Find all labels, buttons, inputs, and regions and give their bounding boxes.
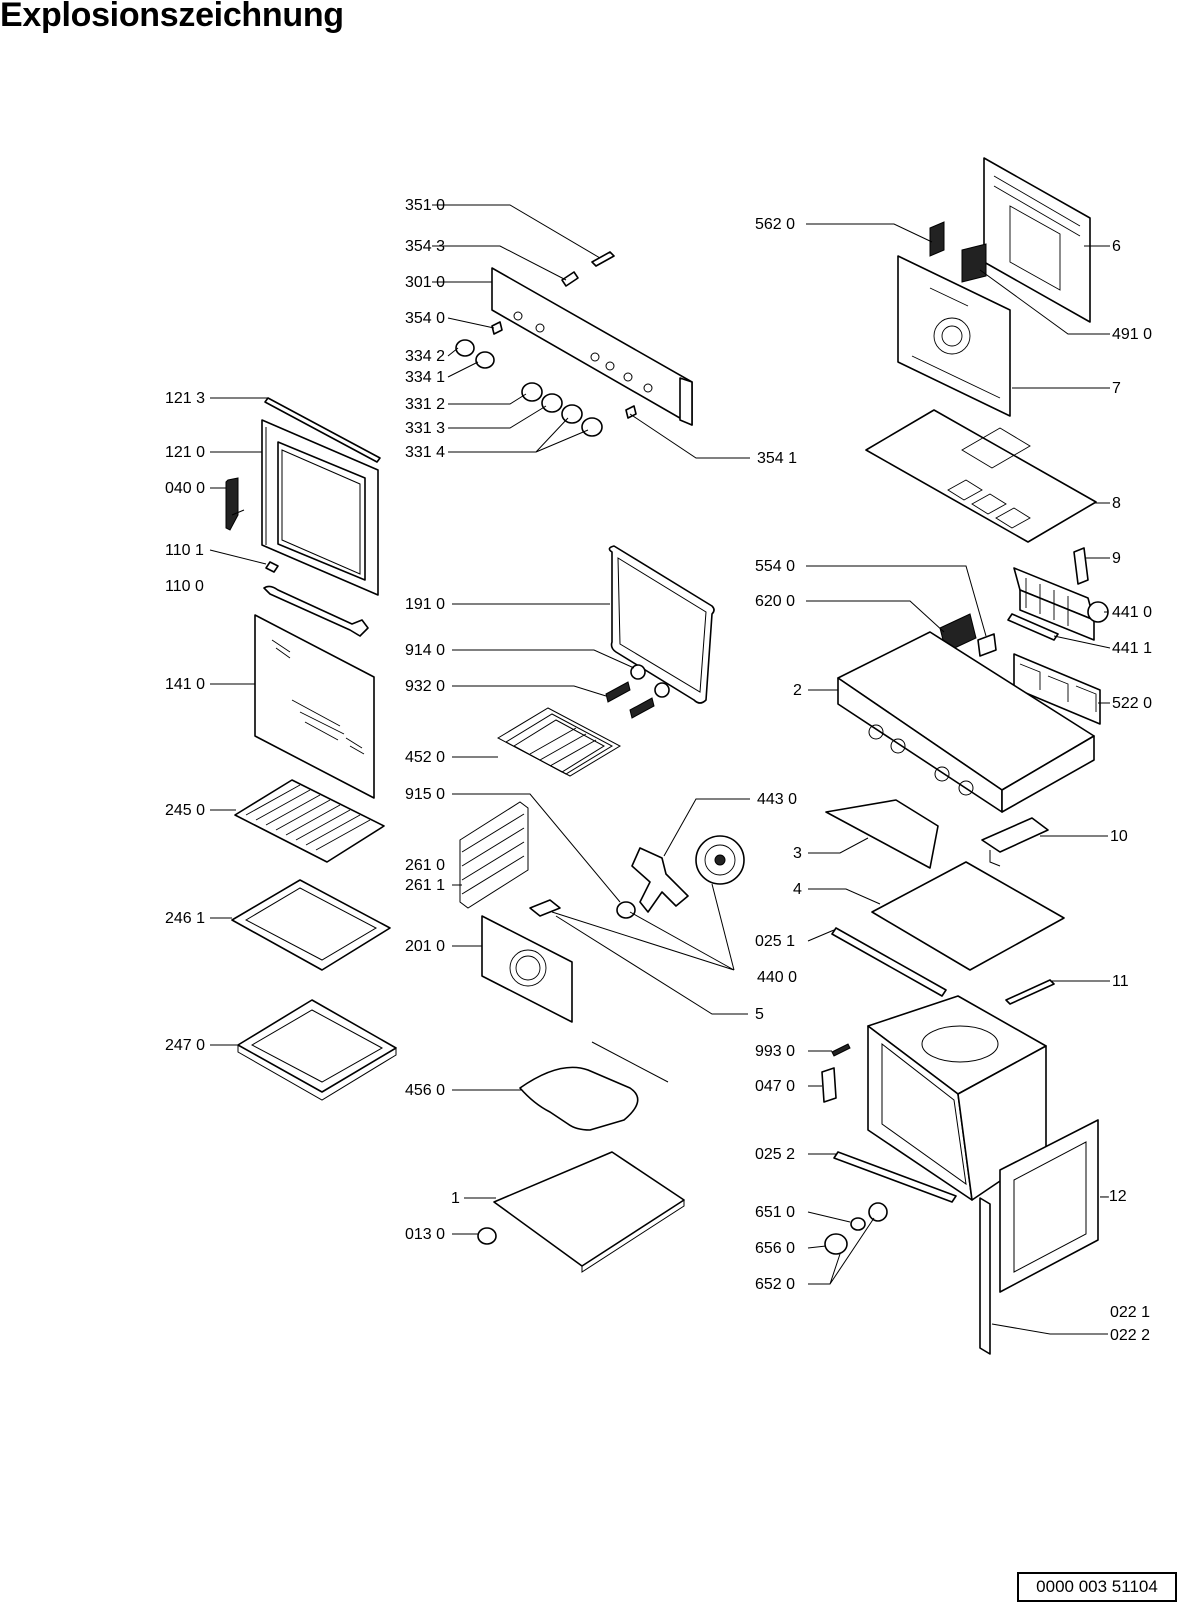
leader-lines: [209, 204, 1111, 1335]
deep-tray: [237, 999, 397, 1101]
part-label-441-1: 441 1: [1112, 640, 1152, 657]
heating-element: [496, 707, 622, 777]
part-label-040-0: 040 0: [165, 480, 205, 497]
part-label-110-0: 110 0: [165, 578, 204, 595]
document-number-box: 0000 003 51104: [1017, 1572, 1177, 1602]
control-chassis: [837, 631, 1095, 813]
part-label-7: 7: [1112, 380, 1121, 397]
part-label-554-0: 554 0: [755, 558, 795, 575]
part-label-656-0: 656 0: [755, 1240, 795, 1257]
part-shapes: [225, 157, 1109, 1355]
part-label-334-2: 334 2: [405, 348, 445, 365]
part-label-025-1: 025 1: [755, 933, 795, 950]
part-label-2: 2: [793, 682, 802, 699]
part-label-443-0: 443 0: [757, 791, 797, 808]
part-label-351-0: 351 0: [405, 197, 445, 214]
back-panel: [481, 915, 573, 1023]
part-label-9: 9: [1112, 550, 1121, 567]
part-label-11: 11: [1112, 973, 1129, 990]
part-label-331-3: 331 3: [405, 420, 445, 437]
door-frame: [261, 419, 379, 596]
part-label-1: 1: [451, 1190, 460, 1207]
part-label-3: 3: [793, 845, 802, 862]
part-label-440-0: 440 0: [757, 969, 797, 986]
part-label-191-0: 191 0: [405, 596, 445, 613]
part-label-025-2: 025 2: [755, 1146, 795, 1163]
part-label-354-1: 354 1: [757, 450, 797, 467]
part-label-652-0: 652 0: [755, 1276, 795, 1293]
callout-labels: 351 0 354 3 301 0 354 0 334 2 334 1 331 …: [165, 197, 1152, 1344]
fan-assembly: [616, 835, 745, 919]
part-label-10: 10: [1110, 828, 1128, 845]
part-label-022-2: 022 2: [1110, 1327, 1150, 1344]
oven-rack: [234, 779, 385, 863]
baking-tray: [231, 879, 391, 971]
part-label-261-0: 261 0: [405, 857, 445, 874]
side-grid: [459, 801, 529, 909]
page-title: Explosionszeichnung: [0, 0, 344, 34]
part-label-121-3: 121 3: [165, 390, 205, 407]
part-label-4: 4: [793, 881, 802, 898]
back-cover: [983, 157, 1091, 323]
part-label-620-0: 620 0: [755, 593, 795, 610]
part-label-354-0: 354 0: [405, 310, 445, 327]
part-label-8: 8: [1112, 495, 1121, 512]
tangential-fan: [1013, 567, 1109, 641]
glass-panel: [254, 614, 375, 799]
part-label-562-0: 562 0: [755, 216, 795, 233]
part-label-301-0: 301 0: [405, 274, 445, 291]
part-label-121-0: 121 0: [165, 444, 205, 461]
part-label-013-0: 013 0: [405, 1226, 445, 1243]
part-label-331-2: 331 2: [405, 396, 445, 413]
part-label-651-0: 651 0: [755, 1204, 795, 1221]
part-label-993-0: 993 0: [755, 1043, 795, 1060]
part-label-331-4: 331 4: [405, 444, 445, 461]
part-label-5: 5: [755, 1006, 764, 1023]
part-label-141-0: 141 0: [165, 676, 205, 693]
part-label-441-0: 441 0: [1112, 604, 1152, 621]
part-label-047-0: 047 0: [755, 1078, 795, 1095]
door-hinge: [225, 477, 245, 531]
part-label-261-1: 261 1: [405, 877, 445, 894]
part-label-456-0: 456 0: [405, 1082, 445, 1099]
part-label-491-0: 491 0: [1112, 326, 1152, 343]
part-label-915-0: 915 0: [405, 786, 445, 803]
top-cover: [865, 409, 1097, 543]
part-label-201-0: 201 0: [405, 938, 445, 955]
part-label-110-1: 110 1: [165, 542, 204, 559]
rear-frame: [897, 255, 1011, 417]
part-label-914-0: 914 0: [405, 642, 445, 659]
part-label-932-0: 932 0: [405, 678, 445, 695]
control-panel: [491, 267, 693, 426]
part-label-522-0: 522 0: [1112, 695, 1152, 712]
part-label-245-0: 245 0: [165, 802, 205, 819]
part-label-022-1: 022 1: [1110, 1304, 1150, 1321]
part-label-12: –12: [1100, 1188, 1127, 1205]
part-label-246-1: 246 1: [165, 910, 205, 927]
inner-door: [999, 1119, 1099, 1293]
part-label-6: 6: [1112, 238, 1121, 255]
part-label-354-3: 354 3: [405, 238, 445, 255]
part-label-247-0: 247 0: [165, 1037, 205, 1054]
part-label-452-0: 452 0: [405, 749, 445, 766]
part-label-334-1: 334 1: [405, 369, 445, 386]
